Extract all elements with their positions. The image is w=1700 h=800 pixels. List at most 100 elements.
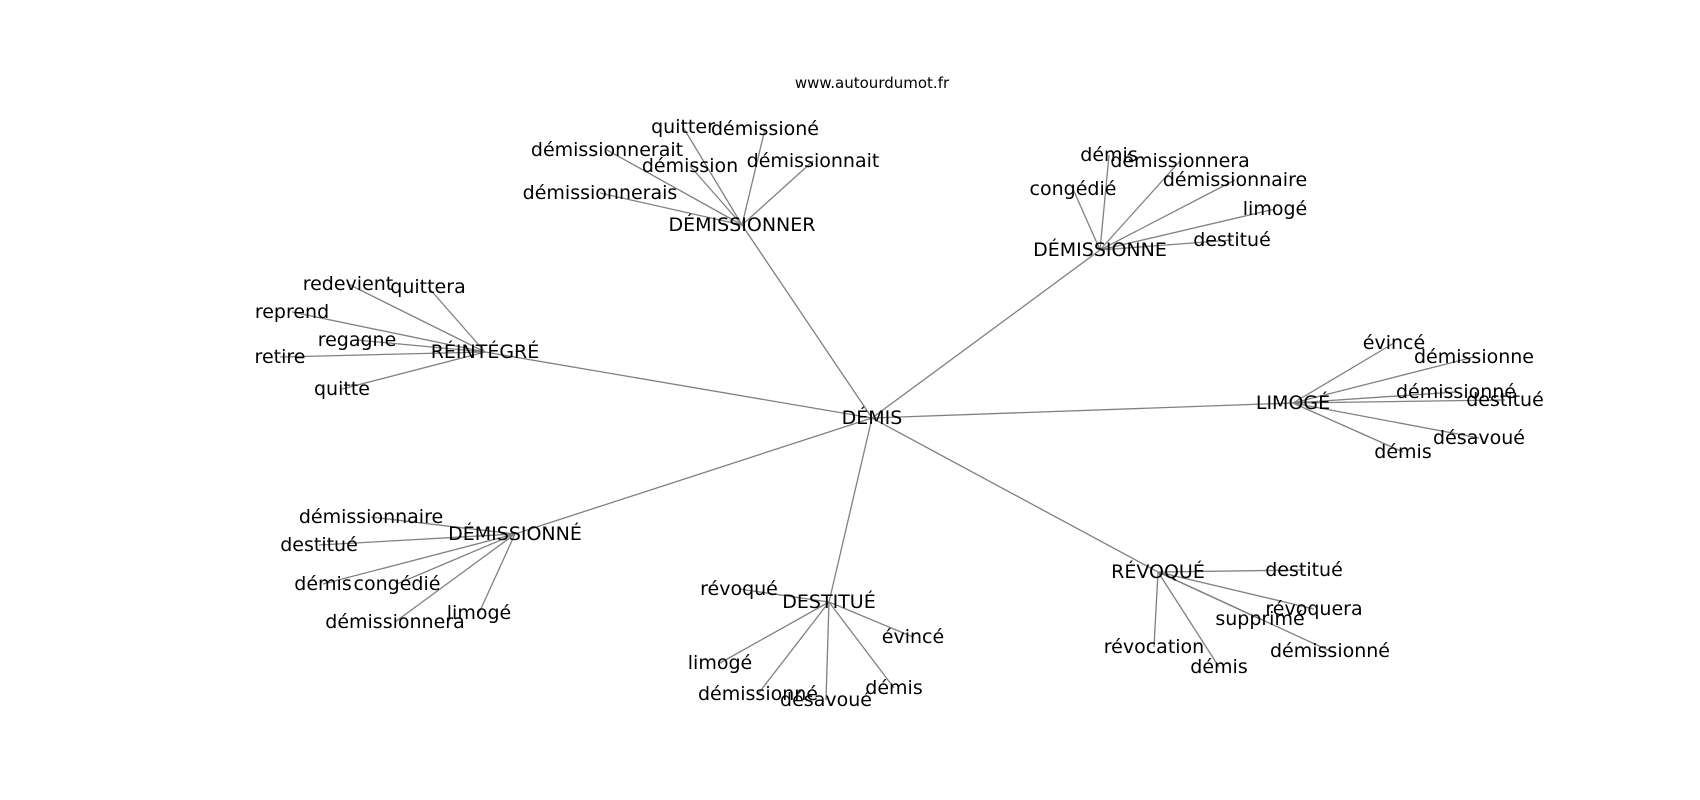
node-leaf-limoge[interactable]: limogé <box>1243 198 1307 220</box>
edge-demissionner-quitter <box>682 126 743 226</box>
node-leaf-demissionnera[interactable]: démissionnera <box>325 611 464 633</box>
node-leaf-limoge[interactable]: limogé <box>447 602 511 624</box>
node-branch-demissionne[interactable]: DÉMISSIONNE <box>1033 238 1167 261</box>
edge-revoque-demissionne <box>1157 571 1331 652</box>
node-leaf-demissionne[interactable]: démissionné <box>698 683 818 705</box>
node-branch-revoque[interactable]: RÉVOQUÉ <box>1111 560 1205 583</box>
node-leaf-demissionne[interactable]: démissionné <box>1396 381 1516 403</box>
node-leaf-demissionnait[interactable]: démissionnait <box>747 150 880 172</box>
edge-limoge-demis <box>1292 402 1404 453</box>
node-leaf-evince[interactable]: évincé <box>1363 332 1425 354</box>
edge-reintegre-redevient <box>347 283 486 353</box>
edge-revoque-demis <box>1157 571 1220 668</box>
edge-root-limoge <box>871 402 1294 419</box>
node-leaf-demis[interactable]: démis <box>1080 144 1137 166</box>
edge-reintegre-regagne <box>356 339 486 353</box>
node-leaf-revoquera[interactable]: révoquera <box>1265 598 1362 620</box>
node-root-demis[interactable]: DÉMIS <box>842 406 903 429</box>
node-branch-destitue[interactable]: DESTITUÉ <box>782 590 875 613</box>
node-leaf-retire[interactable]: retire <box>255 346 306 368</box>
edge-destitue-revoque <box>738 588 830 603</box>
edge-root-destitue <box>828 417 873 603</box>
node-leaf-demissionnerais[interactable]: démissionnerais <box>523 182 678 204</box>
node-leaf-revocation[interactable]: révocation <box>1104 636 1204 658</box>
edge-demissionner-demission <box>689 165 743 226</box>
node-leaf-demissionne[interactable]: démissionne <box>1414 346 1534 368</box>
edge-demissionne-congedie <box>1072 188 1101 251</box>
node-leaf-demis[interactable]: démis <box>294 573 351 595</box>
node-leaf-demissionnera[interactable]: démissionnera <box>1110 150 1249 172</box>
edge-destitue-desavoue <box>825 601 830 701</box>
node-leaf-demissione[interactable]: démissioné <box>711 118 819 140</box>
node-leaf-destitue[interactable]: destitué <box>1466 389 1544 411</box>
edge-root-demissionne <box>871 249 1101 419</box>
edge-root-demissionne <box>514 417 873 535</box>
node-leaf-supprime[interactable]: supprimé <box>1215 608 1304 630</box>
edge-destitue-limoge <box>719 601 830 664</box>
edge-reintegre-reprend <box>291 311 486 353</box>
edge-revoque-revoquera <box>1157 571 1315 610</box>
edge-demissionne-demissionnera <box>394 533 516 623</box>
edge-limoge-destitue <box>1292 399 1506 404</box>
node-leaf-congedie[interactable]: congédié <box>1030 178 1117 200</box>
edge-demissionne-congedie <box>396 533 516 585</box>
edge-root-reintegre <box>484 351 873 419</box>
edge-limoge-demissionne <box>1292 391 1457 404</box>
node-leaf-desavoue[interactable]: désavoué <box>1433 427 1525 449</box>
edge-demissionne-destitue <box>1099 239 1233 251</box>
edge-limoge-demissionne <box>1292 356 1475 404</box>
node-leaf-destitue[interactable]: destitué <box>280 534 358 556</box>
node-leaf-demis[interactable]: démis <box>865 677 922 699</box>
node-leaf-limoge[interactable]: limogé <box>688 652 752 674</box>
node-branch-reintegre[interactable]: RÉINTÉGRÉ <box>431 340 540 363</box>
edge-demissionner-demissionnait <box>741 160 814 226</box>
edge-destitue-evince <box>828 601 914 638</box>
node-leaf-demission[interactable]: démission <box>642 155 738 177</box>
source-url: www.autourdumot.fr <box>795 74 950 92</box>
edge-destitue-demissionne <box>757 601 830 695</box>
edge-demissionne-demis <box>1099 154 1110 251</box>
node-leaf-evince[interactable]: évincé <box>882 626 944 648</box>
edge-demissionne-demis <box>322 533 516 585</box>
edge-limoge-evince <box>1292 342 1395 404</box>
node-leaf-desavoue[interactable]: désavoué <box>780 689 872 711</box>
node-leaf-quitter[interactable]: quitter <box>651 116 715 138</box>
edge-reintegre-retire <box>279 351 486 358</box>
edge-demissionne-demissionnaire <box>370 516 516 535</box>
edges <box>279 126 1506 701</box>
edge-limoge-desavoue <box>1292 402 1480 439</box>
node-leaf-demissionnaire[interactable]: démissionnaire <box>299 506 443 528</box>
node-branch-limoge[interactable]: LIMOGÉ <box>1256 391 1330 414</box>
edge-demissionne-demissionnaire <box>1099 179 1236 251</box>
edge-revoque-destitue <box>1157 569 1305 573</box>
edge-demissionner-demissionnerais <box>599 192 743 226</box>
node-leaf-redevient[interactable]: redevient <box>303 273 394 295</box>
node-leaf-demissionnerait[interactable]: démissionnerait <box>531 139 683 161</box>
node-branch-demissionner[interactable]: DÉMISSIONNER <box>669 213 816 236</box>
node-leaf-demissionnaire[interactable]: démissionnaire <box>1163 169 1307 191</box>
node-leaf-destitue[interactable]: destitué <box>1265 559 1343 581</box>
node-leaf-demis[interactable]: démis <box>1190 656 1247 678</box>
node-leaf-destitue[interactable]: destitué <box>1193 229 1271 251</box>
node-leaf-revoque[interactable]: révoqué <box>700 578 778 600</box>
edge-demissionne-limoge <box>478 533 516 614</box>
edge-demissionne-destitue <box>318 533 516 546</box>
node-leaf-regagne[interactable]: regagne <box>318 329 397 351</box>
node-leaf-quittera[interactable]: quittera <box>390 276 465 298</box>
node-leaf-congedie[interactable]: congédié <box>354 573 441 595</box>
node-leaf-reprend[interactable]: reprend <box>255 301 329 323</box>
edge-root-demissionner <box>741 224 873 419</box>
node-leaf-demis[interactable]: démis <box>1374 441 1431 463</box>
node-branch-demissionne[interactable]: DÉMISSIONNÉ <box>448 522 582 545</box>
node-leaf-quitte[interactable]: quitte <box>314 378 370 400</box>
edge-reintegre-quittera <box>427 286 486 353</box>
node-labels: DÉMISDÉMISSIONNERquitterdémissionédémiss… <box>255 116 1544 711</box>
edge-destitue-demis <box>828 601 895 689</box>
node-leaf-demissionne[interactable]: démissionné <box>1270 640 1390 662</box>
edge-root-revoque <box>871 417 1159 573</box>
edge-demissionne-limoge <box>1099 208 1276 251</box>
edge-demissionner-demissione <box>741 128 766 226</box>
edge-demissionner-demissionnerait <box>606 149 743 226</box>
edge-revoque-revocation <box>1153 571 1159 648</box>
